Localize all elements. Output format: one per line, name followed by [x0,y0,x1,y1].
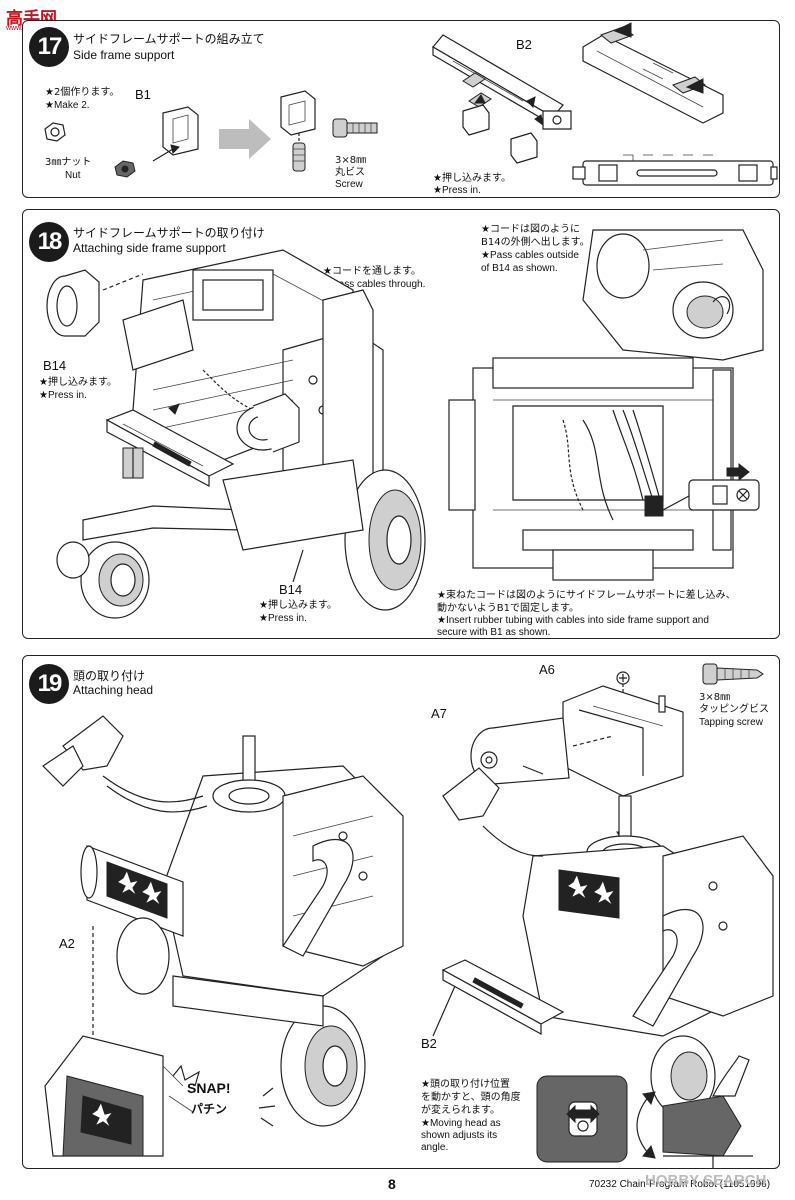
head-angle-inset-icon [536,1055,753,1168]
inset-cable-motor-icon [582,229,764,361]
wheel-rear-icon [344,469,426,611]
step-18-tube-note-en-2: secure with B1 as shown. [437,627,551,638]
step-19-part-b2: B2 [421,1036,437,1051]
nut-icon [44,122,66,142]
step-18-press-left-en: ★Press in. [39,390,87,401]
step-17-number: 17 [29,27,69,67]
step-17-press-jp: ★押し込みます。 [433,173,511,184]
step-18-press-bottom-en: ★Press in. [259,613,307,624]
robot-left-wheel-icon [280,1005,366,1127]
step-18-title-jp: サイドフレームサポートの取り付け [73,226,265,240]
a6-head-bracket-icon [562,685,684,797]
step-19-screw-size: 3×8㎜ [699,692,731,703]
step-17-nut-label-jp: 3㎜ナット [45,157,92,168]
a2-closeup-icon [44,1035,194,1157]
b2-side-frame-icon [432,959,565,1037]
step-17-illustration [44,22,778,186]
snap-burst-icon [172,1064,276,1127]
step-17-part-b1: B1 [135,87,151,102]
step-19-title-en: Attaching head [73,683,154,697]
step-18-panel: 18 サイドフレームサポートの取り付け Attaching side frame… [22,209,780,639]
step-18-tube-note-jp-1: ★束ねたコードは図のようにサイドフレームサポートに差し込み、 [437,590,736,601]
step-19-illustration [42,663,774,1168]
step-17-panel: 17 サイドフレームサポートの組み立て Side frame support ★… [22,20,780,198]
step-19-head-note-jp-3: が変えられます。 [421,1105,500,1116]
snap-label: SNAP! [187,1080,231,1096]
step-18-illustration [46,229,764,619]
step-17-make-note-en: ★Make 2. [45,100,90,111]
assembled-part-icon [280,90,316,172]
step-18-press-bottom-jp: ★押し込みます。 [259,600,337,611]
tapping-screw-icon [702,663,764,685]
b2-frame-top-view-icon [572,154,778,186]
screw-icon [332,118,378,138]
step-19-head-note-en-1: ★Moving head as [421,1118,501,1129]
step-18-title-en: Attaching side frame support [73,241,226,255]
step-19-part-a7: A7 [431,706,447,721]
step-18-cables-note-jp: ★コードを通します。 [323,266,421,277]
step-17-screw-label-en: Screw [335,179,363,190]
b2-frame-icon [432,34,572,164]
b14-ring-center-icon [236,393,300,453]
robot-right-icon [442,767,774,1117]
step-17-title-en: Side frame support [73,48,175,62]
model-footer: 70232 Chain-Program Robot (11051996) [589,1179,771,1190]
step-17-nut-label-en: Nut [65,170,81,181]
step-17-make-note-jp: ★2個作ります。 [45,87,120,98]
step-18-part-b14-left: B14 [43,358,67,373]
b1-clip-icon [152,106,199,162]
assembly-arrow-icon [219,119,271,159]
watermark-right: HOBBY SEARCH [645,1172,767,1189]
step-19-part-a6: A6 [539,662,555,677]
step-19-head-note-jp-1: ★頭の取り付け位置 [421,1079,510,1090]
step-19-head-note-jp-2: を動かすと、頭の角度 [421,1092,521,1103]
step-19-number: 19 [29,664,69,704]
b1-clip-detail-icon [662,462,760,511]
robot-left-wheel-small-icon [116,917,170,995]
step-18-outside-note-jp-1: ★コードは図のように [481,224,580,235]
step-19-screw-label-jp: タッピングビス [699,704,769,715]
nut-small-icon [114,160,136,178]
step-19-title-jp: 頭の取り付け [73,669,146,683]
step-18-press-left-jp: ★押し込みます。 [39,377,117,388]
rear-frame-view-icon [448,357,734,581]
step-19-head-note-en-2: shown adjusts its [421,1130,498,1141]
step-18-outside-note-en-2: of B14 as shown. [481,263,558,274]
step-19-part-a2: A2 [59,936,75,951]
wheel-front-icon [80,541,150,619]
wheel-mid-icon [56,541,90,579]
step-19-panel: 19 頭の取り付け Attaching head A6 A7 A2 B2 3×8… [22,655,780,1169]
page-number: 8 [388,1176,396,1192]
step-17-part-b2: B2 [516,37,532,52]
step-18-number: 18 [29,222,69,262]
step-19-screw-label-en: Tapping screw [699,717,763,728]
b14-ring-left-icon [46,269,144,337]
a7-head-icon [470,717,614,785]
step-17-screw-size: 3×8㎜ [335,155,367,166]
step-18-outside-note-jp-2: B14の外側へ出します。 [481,237,590,248]
step-17-title-jp: サイドフレームサポートの組み立て [73,32,265,46]
side-frame-support-icon [105,403,235,487]
b2-frame-rotated-icon [582,22,724,124]
step-18-tube-note-en-1: ★Insert rubber tubing with cables into s… [437,615,709,626]
step-18-tube-note-jp-2: 動かないようB1で固定します。 [437,603,580,614]
robot-left-icon [42,715,404,997]
step-17-press-en: ★Press in. [433,185,481,196]
step-17-screw-label-jp: 丸ビス [335,167,365,178]
step-18-part-b14-bottom: B14 [279,582,303,597]
snap-label-jp: パチン [191,1102,228,1116]
a2-face-panel-icon [80,845,184,1046]
step-18-cables-note-en: ★Pass cables through. [323,279,426,290]
step-19-head-note-en-3: angle. [421,1142,449,1153]
step-18-outside-note-en-1: ★Pass cables outside [481,250,579,261]
